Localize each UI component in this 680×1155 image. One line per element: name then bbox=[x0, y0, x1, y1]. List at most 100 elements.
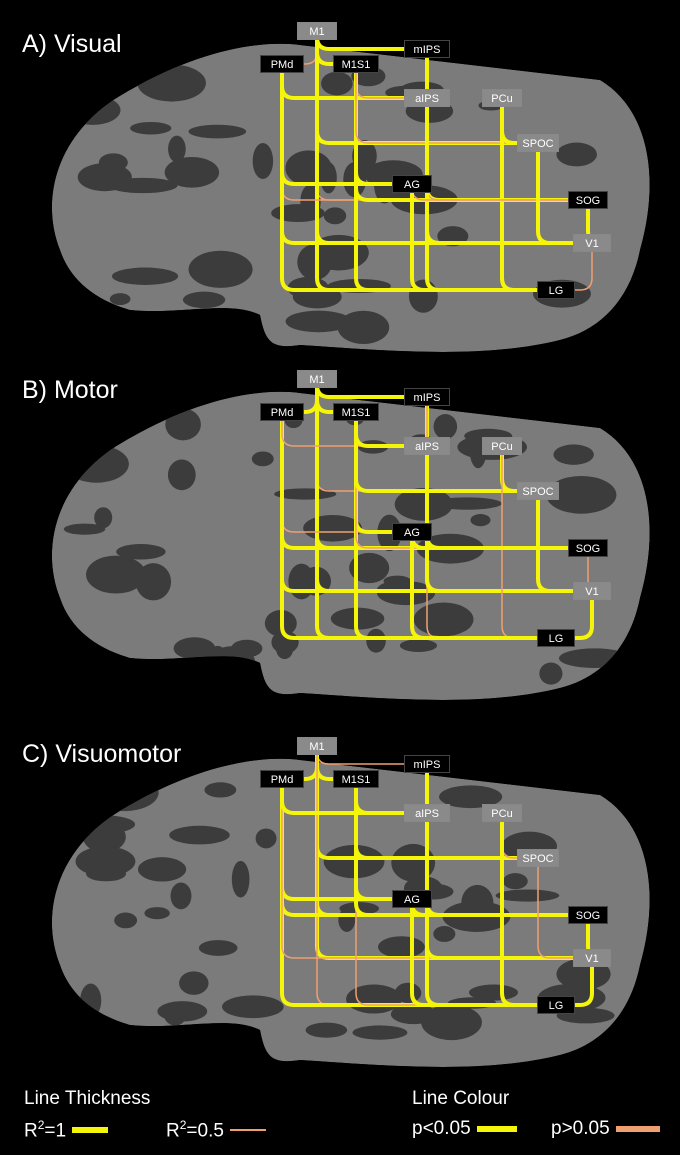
node-sog: SOG bbox=[568, 539, 608, 557]
sulcus-patch bbox=[169, 826, 229, 845]
thick-line-swatch bbox=[72, 1127, 108, 1133]
sulcus-patch bbox=[144, 907, 169, 919]
sulcus-patch bbox=[338, 908, 355, 932]
node-m1: M1 bbox=[297, 737, 337, 755]
node-ag: AG bbox=[392, 175, 432, 193]
sulcus-patch bbox=[222, 995, 284, 1018]
node-m1s1: M1S1 bbox=[333, 770, 379, 788]
panel-title: B) Motor bbox=[22, 376, 118, 405]
sulcus-patch bbox=[556, 143, 597, 167]
node-aips: aIPS bbox=[404, 804, 450, 822]
sulcus-patch bbox=[165, 408, 201, 440]
sulcus-patch bbox=[503, 873, 528, 889]
node-pcu: PCu bbox=[482, 804, 522, 822]
sulcus-patch bbox=[148, 318, 189, 335]
sulcus-patch bbox=[276, 639, 293, 659]
thin-line-swatch bbox=[230, 1129, 266, 1131]
legend-nonsig-label: p>0.05 bbox=[551, 1118, 610, 1140]
legend-thin-label: R2=0.5 bbox=[166, 1118, 224, 1142]
node-v1: V1 bbox=[573, 234, 611, 252]
panel-title: C) Visuomotor bbox=[22, 740, 181, 769]
sulcus-patch bbox=[366, 629, 386, 653]
sulcus-patch bbox=[378, 936, 425, 958]
node-spoc: SPOC bbox=[517, 482, 559, 500]
node-aips: aIPS bbox=[404, 437, 450, 455]
sulcus-patch bbox=[208, 646, 228, 675]
sulcus-patch bbox=[179, 971, 208, 995]
legend-thin-item: R2=0.5 bbox=[166, 1118, 266, 1142]
sulcus-patch bbox=[395, 983, 421, 1003]
sulcus-patch bbox=[199, 940, 238, 956]
sulcus-patch bbox=[210, 309, 226, 329]
sulcus-patch bbox=[86, 866, 126, 881]
legend-thick-item: R2=1 bbox=[24, 1118, 108, 1142]
sulcus-patch bbox=[414, 603, 474, 637]
sulcus-patch bbox=[285, 150, 331, 185]
sulcus-patch bbox=[65, 95, 121, 125]
sulcus-patch bbox=[171, 883, 192, 910]
sulcus-patch bbox=[553, 444, 593, 464]
sulcus-patch bbox=[352, 1025, 407, 1039]
sulcus-patch bbox=[253, 143, 273, 179]
node-m1: M1 bbox=[297, 22, 337, 40]
sulcus-patch bbox=[157, 74, 178, 85]
sulcus-patch bbox=[306, 1023, 348, 1038]
node-pmd: PMd bbox=[260, 55, 304, 73]
node-pmd: PMd bbox=[260, 403, 304, 421]
sulcus-patch bbox=[232, 861, 250, 898]
node-pcu: PCu bbox=[482, 89, 522, 107]
node-aips: aIPS bbox=[404, 89, 450, 107]
nonsig-line-swatch bbox=[616, 1126, 660, 1132]
sulcus-patch bbox=[400, 639, 437, 652]
sulcus-patch bbox=[204, 782, 236, 797]
legend-nonsig-item: p>0.05 bbox=[551, 1118, 660, 1140]
sulcus-patch bbox=[559, 648, 630, 668]
sulcus-patch bbox=[189, 125, 247, 139]
node-spoc: SPOC bbox=[517, 134, 559, 152]
legend-sig-item: p<0.05 bbox=[412, 1118, 517, 1140]
sulcus-patch bbox=[434, 414, 458, 439]
sulcus-patch bbox=[303, 515, 362, 542]
legend-colour-header: Line Colour bbox=[412, 1088, 509, 1110]
node-pcu: PCu bbox=[482, 437, 522, 455]
sulcus-patch bbox=[189, 251, 253, 288]
panel-title: A) Visual bbox=[22, 30, 122, 59]
sulcus-patch bbox=[321, 72, 353, 96]
node-v1: V1 bbox=[573, 582, 611, 600]
legend-sig-label: p<0.05 bbox=[412, 1118, 471, 1140]
sulcus-patch bbox=[130, 122, 171, 135]
sig-line-swatch bbox=[477, 1126, 517, 1132]
node-m1s1: M1S1 bbox=[333, 55, 379, 73]
sulcus-patch bbox=[136, 563, 171, 600]
node-mips: mIPS bbox=[404, 755, 450, 773]
legend-thickness-header: Line Thickness bbox=[24, 1088, 150, 1110]
node-lg: LG bbox=[537, 629, 575, 647]
sulcus-patch bbox=[256, 829, 277, 849]
node-mips: mIPS bbox=[404, 388, 450, 406]
node-spoc: SPOC bbox=[517, 849, 559, 867]
legend: Line Thickness Line Colour R2=1 R2=0.5 p… bbox=[0, 1088, 680, 1148]
sulcus-patch bbox=[80, 984, 101, 1018]
legend-thick-label: R2=1 bbox=[24, 1118, 66, 1142]
sulcus-patch bbox=[338, 311, 390, 344]
node-sog: SOG bbox=[568, 906, 608, 924]
node-pmd: PMd bbox=[260, 770, 304, 788]
sulcus-patch bbox=[539, 663, 562, 685]
sulcus-patch bbox=[112, 268, 178, 285]
sulcus-patch bbox=[99, 153, 128, 171]
sulcus-patch bbox=[231, 640, 262, 658]
sulcus-patch bbox=[110, 293, 131, 305]
sulcus-patch bbox=[183, 292, 225, 309]
node-lg: LG bbox=[537, 281, 575, 299]
sulcus-patch bbox=[471, 514, 491, 526]
sulcus-patch bbox=[168, 136, 186, 163]
sulcus-patch bbox=[252, 451, 274, 466]
sulcus-patch bbox=[94, 507, 112, 528]
sulcus-patch bbox=[433, 926, 455, 942]
node-m1: M1 bbox=[297, 370, 337, 388]
sulcus-patch bbox=[346, 985, 402, 1014]
panel-motor: B) Motor M1PMdM1S1mIPSaIPSPCuSPOCAGSOGV1… bbox=[0, 348, 680, 708]
node-ag: AG bbox=[392, 890, 432, 908]
sulcus-patch bbox=[138, 857, 186, 881]
